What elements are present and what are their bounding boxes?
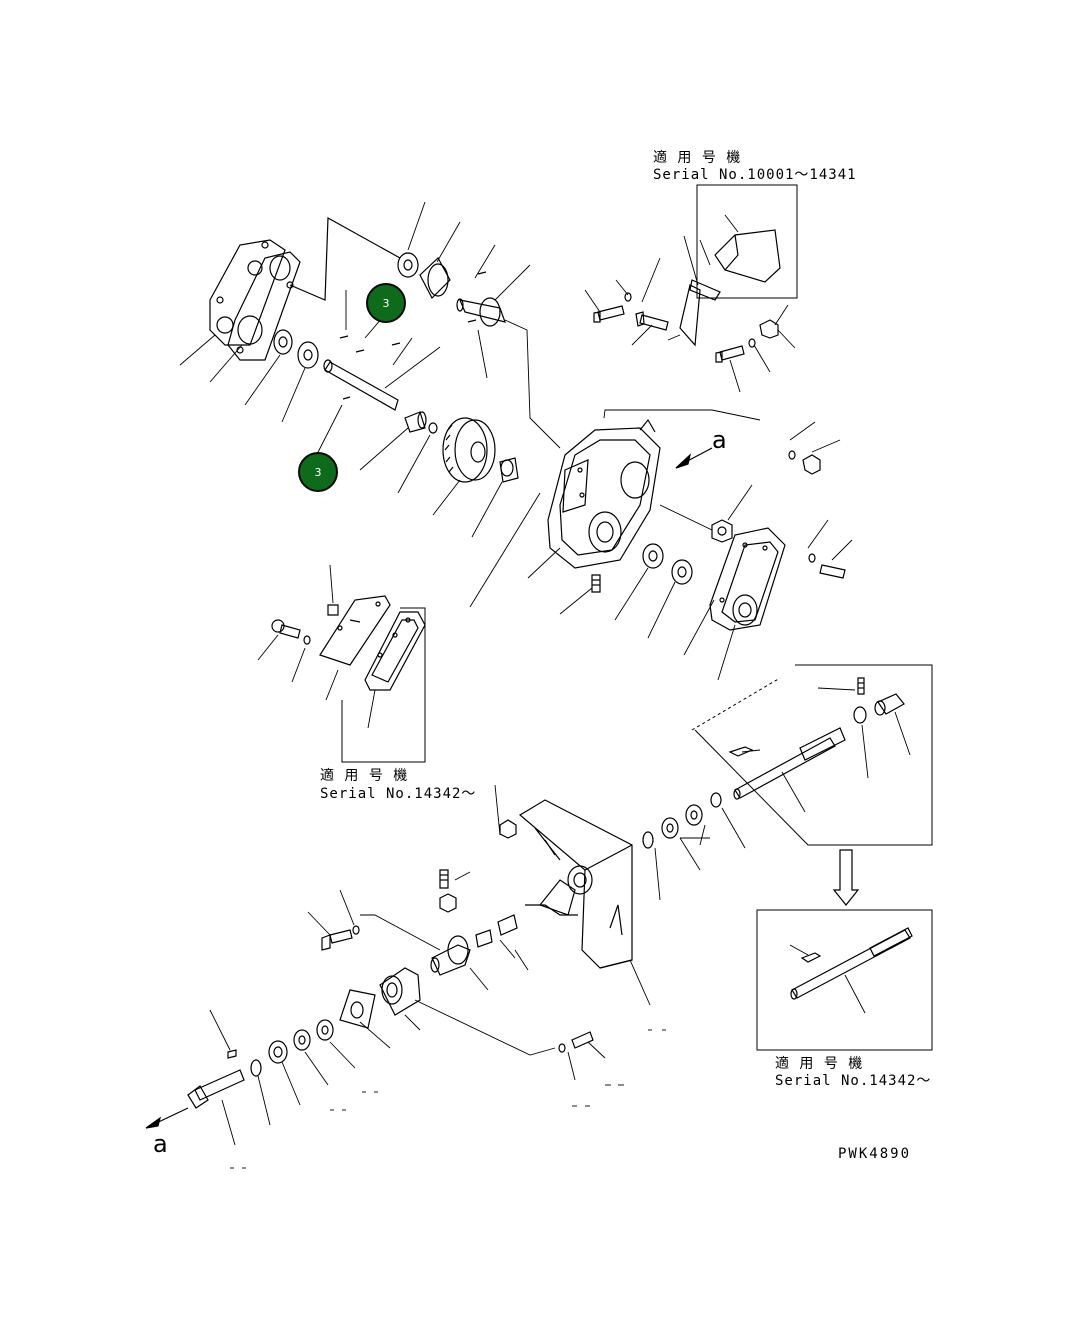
bearing-2[interactable] [297, 341, 319, 369]
bushing[interactable] [404, 411, 427, 433]
pinion-shaft[interactable] [456, 297, 506, 327]
bevel-gear[interactable] [419, 257, 451, 300]
shaft-collar[interactable] [853, 706, 867, 724]
bolt-bracket-1[interactable] [593, 305, 625, 323]
bearing-top[interactable] [397, 252, 419, 278]
note-frame-top-right [696, 184, 798, 299]
nut-washer-right[interactable] [788, 450, 821, 475]
mount-housing[interactable] [518, 799, 633, 969]
note-middle-left-serial: Serial No.14342～ [320, 786, 477, 802]
note-bottom-right-jp: 適 用 号 機 [775, 1056, 864, 1072]
spacer-1[interactable] [475, 929, 493, 948]
washer-bracket[interactable] [748, 338, 756, 348]
flange-bolt-left[interactable] [321, 929, 353, 951]
nut-bracket[interactable] [759, 319, 779, 339]
bolt-bracket-2[interactable] [635, 311, 669, 331]
shaft[interactable] [323, 359, 399, 411]
cover-gasket[interactable] [364, 611, 426, 691]
output-shaft[interactable] [733, 727, 846, 800]
sleeve[interactable] [499, 457, 519, 483]
leader-lines-top-right [584, 214, 841, 453]
input-key[interactable] [227, 1049, 237, 1059]
yoke-nut[interactable] [439, 893, 457, 913]
bearing-b2[interactable] [293, 1029, 311, 1051]
rear-cover-plate[interactable] [209, 239, 286, 346]
replacement-key[interactable] [800, 952, 822, 963]
lock-washer-1[interactable] [624, 292, 632, 302]
cover-washer[interactable] [303, 635, 311, 645]
note-top-right-jp: 適 用 号 機 [653, 150, 742, 166]
snap-ring-b[interactable] [250, 1059, 262, 1077]
gear-case[interactable] [547, 418, 661, 569]
drain-plug[interactable] [591, 574, 601, 593]
hex-nut-case[interactable] [711, 519, 733, 543]
bolt-bracket-3[interactable] [715, 345, 745, 363]
flange-washer-left[interactable] [352, 925, 360, 935]
leader-line [289, 217, 401, 301]
shaft-key[interactable] [728, 746, 754, 757]
leader-lines-bottom [209, 784, 746, 1146]
guard-bracket[interactable] [714, 229, 781, 283]
flange-bolt-right[interactable] [558, 1031, 594, 1053]
washer[interactable] [428, 422, 438, 434]
note-top-right-serial: Serial No.10001～14341 [653, 167, 857, 183]
view-arrow-top [675, 447, 713, 469]
spacer-2[interactable] [497, 914, 518, 936]
gasket-plate[interactable] [227, 251, 301, 361]
pins[interactable] [339, 271, 487, 400]
snap-ring-2[interactable] [710, 792, 722, 808]
inspection-cover[interactable] [319, 595, 391, 666]
bearing-b1[interactable] [316, 1019, 334, 1041]
cover-plug[interactable] [327, 604, 339, 616]
leader-lines-top-left [179, 201, 561, 538]
replacement-shaft[interactable] [790, 927, 913, 1000]
set-screw[interactable] [857, 677, 865, 695]
flange-gasket[interactable] [339, 989, 376, 1029]
flange-housing[interactable] [379, 967, 421, 1016]
input-shaft[interactable] [187, 1069, 245, 1109]
leader-lines-case [469, 409, 853, 681]
residual-ticks [230, 1029, 666, 1169]
shaft-frame [694, 664, 933, 846]
case-bearing-2[interactable] [671, 559, 693, 585]
housing-nut[interactable] [499, 819, 517, 839]
case-bearing-1[interactable] [642, 543, 664, 569]
bearing-1[interactable] [273, 329, 293, 355]
input-yoke[interactable] [430, 935, 471, 976]
note-middle-left-jp: 適 用 号 機 [320, 768, 409, 784]
view-label-bottom: a [153, 1130, 168, 1158]
note-frame-middle-left [341, 607, 426, 763]
leader-lines-replacement [789, 944, 866, 1014]
shaft-frame-top [691, 677, 781, 731]
note-bottom-right-serial: Serial No.14342～ [775, 1073, 932, 1089]
leader-lines-shaft [741, 687, 911, 813]
note-frame-bottom-right [756, 909, 933, 1051]
down-arrow [832, 849, 860, 906]
ring-bearing-1[interactable] [661, 817, 679, 839]
callout-3-lower[interactable]: 3 [298, 452, 338, 492]
view-arrow-bottom [145, 1107, 189, 1129]
drawing-number: PWK4890 [838, 1146, 912, 1162]
bearing-b3[interactable] [268, 1040, 288, 1064]
shaft-cap[interactable] [874, 693, 905, 716]
callout-3-upper[interactable]: 3 [366, 283, 406, 323]
leader-lines-mid-left [257, 564, 376, 729]
spur-gear[interactable] [442, 417, 496, 483]
ring-bearing-2[interactable] [685, 804, 703, 826]
bolt-front-cover[interactable] [808, 553, 846, 579]
cover-bolt[interactable] [271, 619, 301, 639]
mount-plate[interactable] [679, 279, 721, 347]
view-label-top: a [712, 426, 727, 454]
yoke-stud[interactable] [439, 869, 449, 889]
front-cover[interactable] [709, 527, 786, 631]
snap-ring-1[interactable] [642, 831, 654, 849]
